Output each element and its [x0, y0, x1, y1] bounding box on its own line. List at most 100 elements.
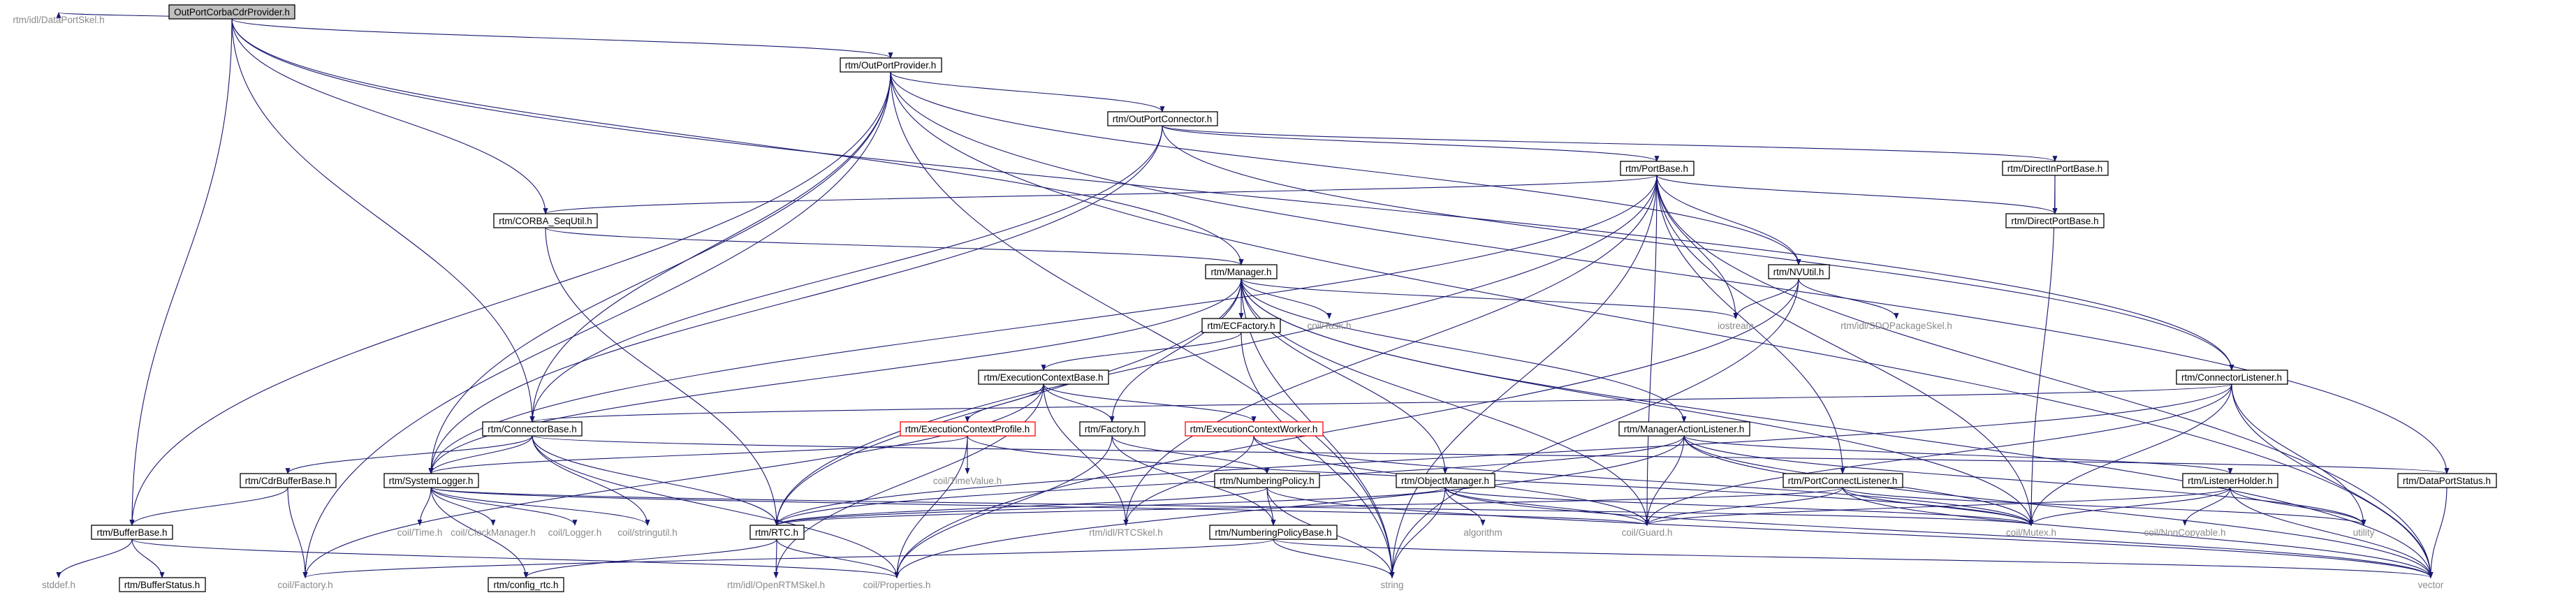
- edge-portbase-to-rtc: [774, 175, 1657, 526]
- edge-manager-to-task: [1241, 278, 1332, 319]
- node-ecfactory[interactable]: rtm/ECFactory.h: [1201, 318, 1281, 333]
- edge-executioncontextprofile-to-systemlogger: [428, 435, 968, 474]
- node-box: [1107, 111, 1218, 126]
- edge-rtc-to-properties: [776, 539, 900, 578]
- node-logger: coil/Logger.h: [548, 527, 602, 538]
- node-label: rtm/ExecutionContextProfile.h: [905, 424, 1030, 434]
- node-label: rtm/NumberingPolicyBase.h: [1215, 527, 1331, 538]
- node-label: coil/TimeValue.h: [933, 476, 1002, 486]
- edge-numberingpolicy-to-vector: [1266, 487, 2434, 578]
- node-label: coil/ClockManager.h: [451, 527, 536, 538]
- edge-outportconnector-to-connectorbase: [529, 125, 1163, 423]
- node-factory-rtm[interactable]: rtm/Factory.h: [1079, 421, 1146, 437]
- node-connectorbase[interactable]: rtm/ConnectorBase.h: [482, 421, 583, 437]
- node-rtc[interactable]: rtm/RTC.h: [749, 525, 805, 540]
- edge-portbase-to-systemlogger: [428, 175, 1657, 474]
- node-guard: coil/Guard.h: [1622, 527, 1673, 538]
- edge-connectorbase-to-cdrbufferbase: [285, 435, 533, 474]
- edge-connectorlistener-to-utility: [2231, 383, 2366, 526]
- graph-nodes: OutPortCorbaCdrProvider.h rtm/idl/DataPor…: [13, 4, 2497, 592]
- node-utility: utility: [2353, 527, 2375, 538]
- node-portconnectlistener[interactable]: rtm/PortConnectListener.h: [1783, 473, 1903, 488]
- node-outportconnector[interactable]: rtm/OutPortConnector.h: [1107, 111, 1218, 126]
- node-numberingpolicybase[interactable]: rtm/NumberingPolicyBase.h: [1209, 525, 1338, 540]
- node-outportprovider[interactable]: rtm/OutPortProvider.h: [840, 57, 942, 73]
- node-label: rtm/ExecutionContextBase.h: [983, 372, 1103, 383]
- edge-portconnectlistener-to-guard: [1644, 487, 1843, 526]
- node-connectorlistener[interactable]: rtm/ConnectorListener.h: [2176, 369, 2288, 385]
- node-box: [240, 473, 337, 488]
- node-config-rtc[interactable]: rtm/config_rtc.h: [488, 577, 564, 592]
- node-label: utility: [2353, 527, 2375, 538]
- node-box: [1618, 421, 1750, 437]
- edge-nvutil-to-sdopackageskel: [1798, 278, 1899, 319]
- edge-systemlogger-to-config-rtc: [430, 487, 529, 578]
- node-label: rtm/Factory.h: [1085, 424, 1140, 434]
- edge-ecfactory-to-string: [1241, 332, 1395, 578]
- edge-systemlogger-to-time: [417, 487, 432, 526]
- edge-objectmanager-to-algorithm: [1444, 487, 1486, 526]
- edge-outportprovider-to-connectorbase: [529, 71, 891, 423]
- node-label: rtm/DirectInPortBase.h: [2007, 163, 2103, 174]
- node-dataportstatus[interactable]: rtm/DataPortStatus.h: [2397, 473, 2497, 488]
- edge-executioncontextbase-to-factory-coil: [302, 383, 1044, 578]
- node-label: coil/Mutex.h: [2006, 527, 2056, 538]
- node-box: [1209, 525, 1338, 540]
- edge-manageractionlistener-to-guard: [1644, 435, 1685, 526]
- edge-executioncontextbase-to-executioncontextworker: [1043, 383, 1257, 423]
- edge-connectorlistener-to-guard: [1644, 383, 2232, 526]
- node-corba-sequtil[interactable]: rtm/CORBA_SeqUtil.h: [493, 213, 598, 228]
- node-executioncontextbase[interactable]: rtm/ExecutionContextBase.h: [978, 369, 1109, 385]
- node-manageractionlistener[interactable]: rtm/ManagerActionListener.h: [1618, 421, 1750, 437]
- node-box: [1185, 421, 1324, 437]
- node-box: [1620, 161, 1695, 176]
- node-root[interactable]: OutPortCorbaCdrProvider.h: [168, 4, 295, 20]
- node-label: rtm/PortBase.h: [1625, 163, 1688, 174]
- node-box: [2176, 369, 2288, 385]
- node-directportbase[interactable]: rtm/DirectPortBase.h: [2005, 213, 2105, 228]
- node-label: rtm/ConnectorBase.h: [488, 424, 577, 434]
- node-nvutil[interactable]: rtm/NVUtil.h: [1768, 264, 1830, 279]
- node-systemlogger[interactable]: rtm/SystemLogger.h: [383, 473, 479, 488]
- node-objectmanager[interactable]: rtm/ObjectManager.h: [1396, 473, 1495, 488]
- edge-manageractionlistener-to-listenerholder: [1683, 435, 2233, 474]
- node-bufferstatus[interactable]: rtm/BufferStatus.h: [119, 577, 206, 592]
- edge-manager-to-objectmanager: [1241, 278, 1448, 474]
- node-label: rtm/ManagerActionListener.h: [1624, 424, 1745, 434]
- edge-connectorlistener-to-connectorbase: [530, 383, 2232, 423]
- node-box: [383, 473, 479, 488]
- node-box: [2397, 473, 2497, 488]
- node-timevalue: coil/TimeValue.h: [933, 476, 1002, 486]
- edge-systemlogger-to-logger: [430, 487, 578, 526]
- node-label: rtm/ExecutionContextWorker.h: [1190, 424, 1318, 434]
- node-executioncontextprofile[interactable]: rtm/ExecutionContextProfile.h: [900, 421, 1036, 437]
- node-noncopyable: coil/NonCopyable.h: [2144, 527, 2225, 538]
- node-listenerholder[interactable]: rtm/ListenerHolder.h: [2182, 473, 2278, 488]
- edge-portconnectlistener-to-rtc: [774, 487, 1843, 526]
- node-box: [1214, 473, 1320, 488]
- node-box: [493, 213, 598, 228]
- edge-manager-to-iostream: [1241, 278, 1739, 319]
- node-portbase[interactable]: rtm/PortBase.h: [1620, 161, 1695, 176]
- node-label: rtm/ECFactory.h: [1207, 321, 1275, 331]
- edge-bufferbase-to-properties: [131, 539, 900, 578]
- edge-connectorbase-to-rtc: [532, 435, 780, 526]
- edge-corba-sequtil-to-rtc: [545, 227, 780, 526]
- edge-rtc-to-config-rtc: [523, 539, 777, 578]
- edge-root-to-corba-sequtil: [231, 18, 548, 214]
- node-label: rtm/PortConnectListener.h: [1788, 476, 1898, 486]
- node-box: [749, 525, 805, 540]
- node-numberingpolicy[interactable]: rtm/NumberingPolicy.h: [1214, 473, 1320, 488]
- node-label: rtm/idl/DataPortSkel.h: [13, 15, 104, 25]
- dependency-edges: [56, 12, 2450, 578]
- node-executioncontextworker[interactable]: rtm/ExecutionContextWorker.h: [1185, 421, 1324, 437]
- node-manager[interactable]: rtm/Manager.h: [1205, 264, 1278, 279]
- node-box: [1205, 264, 1278, 279]
- edge-outportprovider-to-bufferbase: [129, 71, 891, 526]
- node-box: [488, 577, 564, 592]
- node-directinportbase[interactable]: rtm/DirectInPortBase.h: [2002, 161, 2109, 176]
- edge-connectorbase-to-properties: [532, 435, 900, 578]
- node-cdrbufferbase[interactable]: rtm/CdrBufferBase.h: [240, 473, 337, 488]
- edge-portconnectlistener-to-vector: [1842, 487, 2434, 578]
- node-bufferbase[interactable]: rtm/BufferBase.h: [91, 525, 173, 540]
